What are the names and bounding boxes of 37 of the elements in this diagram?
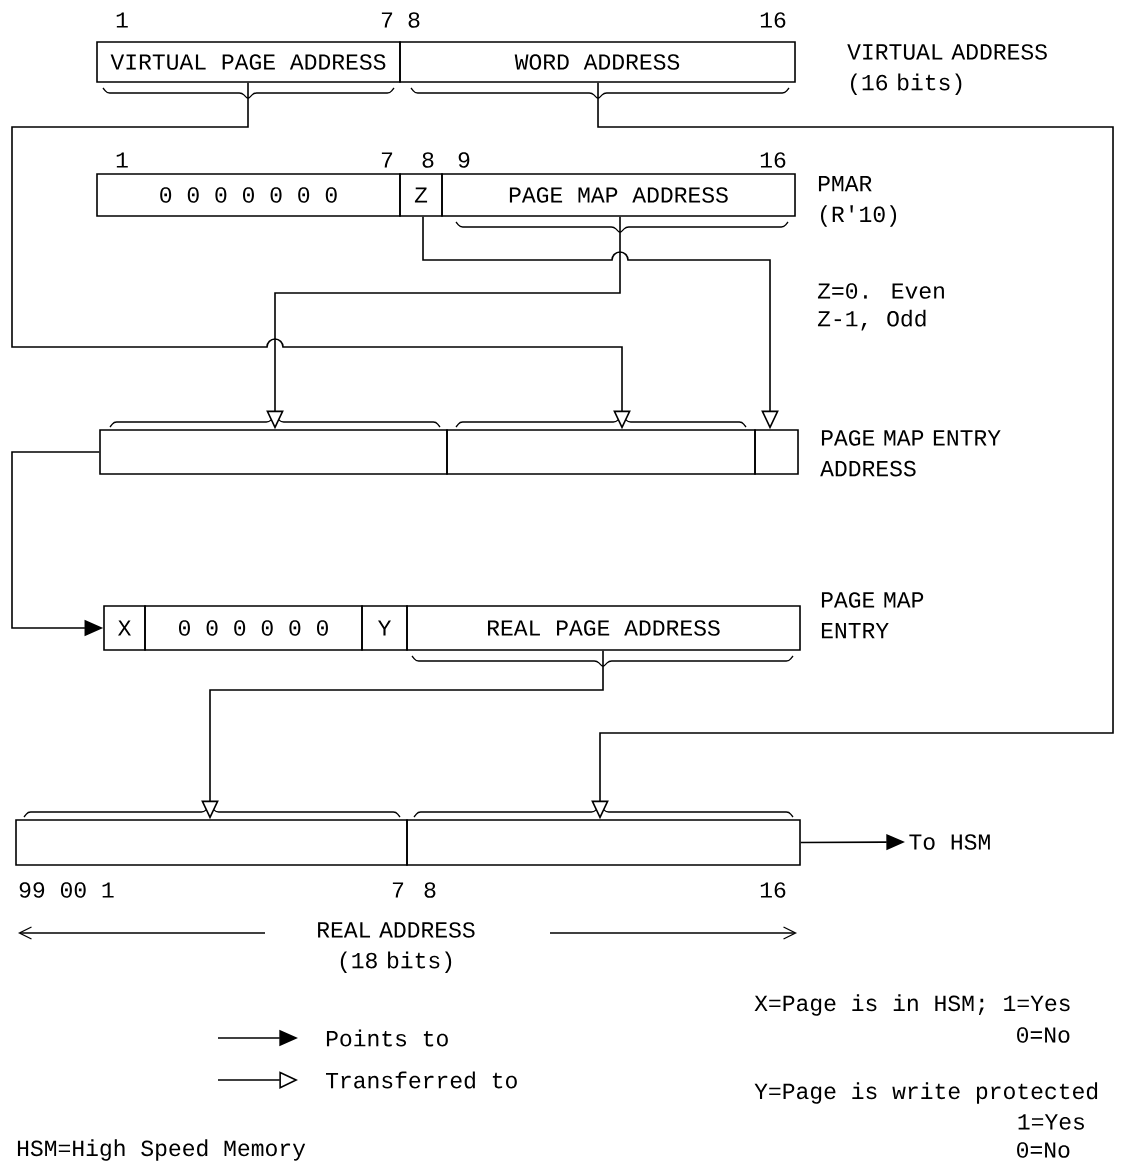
note: Y=Page is write protected: [754, 1082, 1098, 1104]
bit-number: 7: [381, 12, 393, 28]
register-field: 0 0 0 0 0 0: [144, 605, 363, 651]
register-field: [15, 819, 408, 866]
register-label: PMAR (R'10): [818, 176, 897, 227]
legend-text: Transferred to: [326, 1071, 517, 1089]
note: Z=0. Even: [817, 283, 944, 299]
register-label: VIRTUAL ADDRESS (16 bits): [847, 44, 1047, 95]
legend-text: Points to: [326, 1029, 448, 1047]
note: X=Page is in HSM; 1=Yes: [754, 994, 1070, 1016]
register-field: PAGE MAP ADDRESS: [441, 173, 796, 217]
bit-number: 8: [422, 152, 434, 168]
note: 1=Yes: [1018, 1114, 1084, 1130]
register-field: [406, 819, 801, 866]
register-label: PAGE MAP ENTRY ADDRESS: [820, 430, 1001, 477]
register-field: WORD ADDRESS: [399, 41, 796, 83]
register-field: [99, 429, 448, 475]
bit-number: 7: [392, 882, 404, 898]
register-field: [446, 429, 756, 475]
register-field: VIRTUAL PAGE ADDRESS: [96, 41, 401, 83]
register-field: [754, 429, 799, 475]
register-field: REAL PAGE ADDRESS: [406, 605, 801, 651]
bit-number: 9: [458, 152, 470, 168]
note: Z-1, Odd: [817, 309, 926, 331]
bit-number: 8: [424, 882, 436, 898]
destination-label: To HSM: [909, 834, 990, 850]
register-label: PAGE MAP ENTRY: [821, 592, 924, 639]
register-field: X: [103, 605, 146, 651]
bit-number: 7: [381, 152, 393, 168]
note: 0=No: [1017, 1027, 1070, 1043]
bit-number: 8: [408, 12, 420, 28]
register-label: REAL ADDRESS (18 bits): [318, 922, 475, 973]
register-field: Y: [361, 605, 408, 651]
note: 0=No: [1017, 1142, 1070, 1158]
register-field: 0 0 0 0 0 0 0: [96, 173, 401, 217]
note: HSM=High Speed Memory: [17, 1139, 306, 1161]
register-field: Z: [399, 173, 443, 217]
